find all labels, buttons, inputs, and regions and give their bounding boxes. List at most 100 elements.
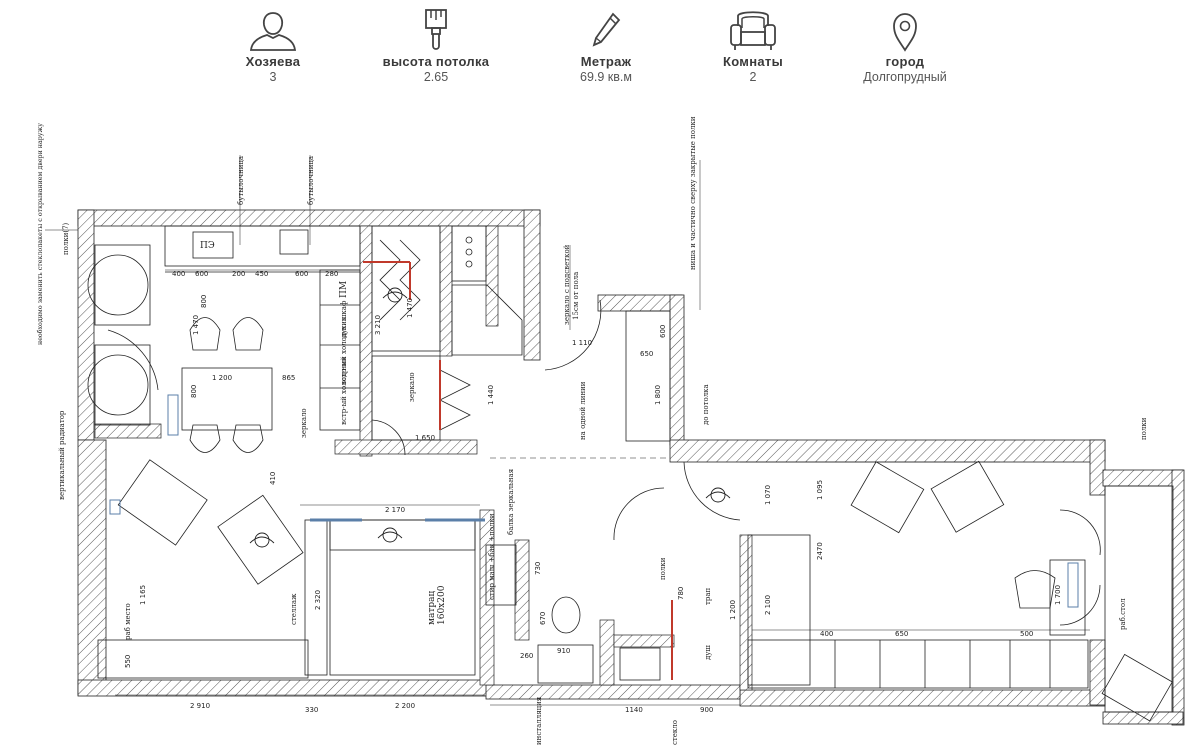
stat-label: высота потолка	[382, 54, 490, 69]
stat-value: 2.65	[423, 70, 449, 84]
dim: 1 440	[487, 385, 495, 405]
person-icon	[249, 12, 297, 51]
stat-label: Комнаты	[723, 54, 783, 69]
note-installation: инсталляция	[535, 696, 543, 745]
armchair-icon	[730, 11, 776, 50]
label-oven: дух. шкаф	[340, 300, 348, 338]
stat-value: 2	[749, 70, 757, 84]
dim: 3 210	[374, 315, 382, 335]
dim: 2 910	[190, 702, 210, 710]
note-to-ceiling: до потолка	[702, 384, 710, 425]
dim: 670	[539, 612, 547, 625]
note-niche: ниша и частично сверху закрытые полки	[689, 116, 697, 270]
stat-city: город Долгопрудный	[830, 10, 980, 84]
dim: 260	[520, 652, 533, 660]
note-replace-glass: необходимо заменить стеклопакеты с откры…	[37, 123, 44, 345]
note-backlit-mirror: зеркало с подсветкой	[563, 244, 571, 325]
dim: 1 200	[212, 374, 232, 382]
dim: 1 165	[139, 585, 147, 605]
note-mirror-door: балка зеркальная	[507, 468, 515, 535]
interior-walls	[94, 225, 753, 691]
dim: 280	[325, 270, 338, 278]
dim: 450	[255, 270, 268, 278]
note-shower: душ	[704, 645, 712, 660]
label-mattress-size: 160х200	[437, 585, 447, 625]
dim: 410	[269, 472, 277, 485]
label-fridge-1: встр-ый холод-ник	[340, 316, 348, 385]
note-shelves-3: полки	[1140, 417, 1148, 440]
stat-value: 69.9 кв.м	[580, 70, 632, 84]
dim: 1 800	[654, 385, 662, 405]
dim: 780	[677, 587, 685, 600]
label-pe: ПЭ	[200, 241, 215, 251]
dim: 330	[305, 706, 318, 714]
dim: 1 470	[406, 298, 414, 318]
dim: 865	[282, 374, 295, 382]
window-frames	[109, 394, 1079, 608]
stat-area: Метраж 69.9 кв.м	[531, 10, 681, 84]
note-radiator: вертикальный радиатор	[58, 410, 66, 500]
note-mirror-2: зеркало	[300, 408, 308, 438]
dim: 1 110	[572, 339, 592, 347]
dimension-labels: 400 600 200 450 600 280 1 470 800 1 200 …	[124, 270, 1062, 714]
label-pm: ПМ	[339, 281, 349, 298]
furniture-lines	[45, 155, 1174, 722]
dim: 900	[700, 706, 713, 714]
dim: 2470	[816, 542, 824, 560]
dim: 2 170	[385, 506, 405, 514]
dim: 600	[295, 270, 308, 278]
stat-value: 3	[269, 70, 277, 84]
dim: 800	[200, 295, 208, 308]
dim: 730	[534, 562, 542, 575]
dim: 600	[659, 325, 667, 338]
dim: 1 470	[192, 315, 200, 335]
dim: 2 100	[764, 595, 772, 615]
label-fridge-2: встр-ый холод-ник	[340, 356, 348, 425]
dim: 1 650	[415, 434, 435, 442]
stat-value: Долгопрудный	[863, 70, 947, 84]
note-builtin-1: бутылочница	[237, 156, 245, 205]
plan-annotations: бутылочница бутылочница полки(7) необход…	[37, 116, 1148, 745]
location-pin-icon	[893, 13, 917, 52]
note-desk: раб.стол	[1119, 598, 1127, 630]
stat-rooms: Комнаты 2	[678, 10, 828, 84]
note-rack: стеллаж	[290, 593, 298, 625]
dim: 550	[124, 655, 132, 668]
note-from-floor: 15см от пола	[572, 272, 580, 320]
note-mirror-1: зеркало	[408, 372, 416, 402]
stat-label: Метраж	[580, 54, 632, 69]
note-washer: стир маш +бак +полки	[488, 513, 496, 600]
note-single-line: на одной линии	[579, 381, 587, 440]
pencil-icon	[592, 12, 621, 47]
note-shelves-2: полки	[659, 557, 667, 580]
dim: 600	[195, 270, 208, 278]
dim: 910	[557, 647, 570, 655]
stat-label: Хозяева	[245, 54, 301, 69]
dim: 400	[172, 270, 185, 278]
note-glass: стекло	[671, 720, 679, 745]
dim: 1 095	[816, 480, 824, 500]
dim: 2 320	[314, 590, 322, 610]
label-mattress: матрац	[427, 591, 437, 625]
note-shelf-7: полки(7)	[62, 222, 70, 255]
dim: 400	[820, 630, 833, 638]
dim: 2 200	[395, 702, 415, 710]
dim: 800	[190, 385, 198, 398]
dim: 1 200	[729, 600, 737, 620]
stat-ceiling-height: высота потолка 2.65	[361, 9, 511, 84]
dim: 200	[232, 270, 245, 278]
dim: 500	[1020, 630, 1033, 638]
note-trap: трап	[704, 587, 712, 605]
person-figures	[249, 287, 731, 548]
note-builtin-2: бутылочница	[307, 156, 315, 205]
note-workplace: раб место	[124, 603, 132, 640]
dim: 1 700	[1054, 585, 1062, 605]
dim: 650	[895, 630, 908, 638]
stat-owners: Хозяева 3	[198, 10, 348, 84]
dim: 1 070	[764, 485, 772, 505]
paint-brush-icon	[425, 9, 447, 50]
stat-label: город	[885, 54, 925, 69]
dim: 650	[640, 350, 653, 358]
dim: 1140	[625, 706, 643, 714]
